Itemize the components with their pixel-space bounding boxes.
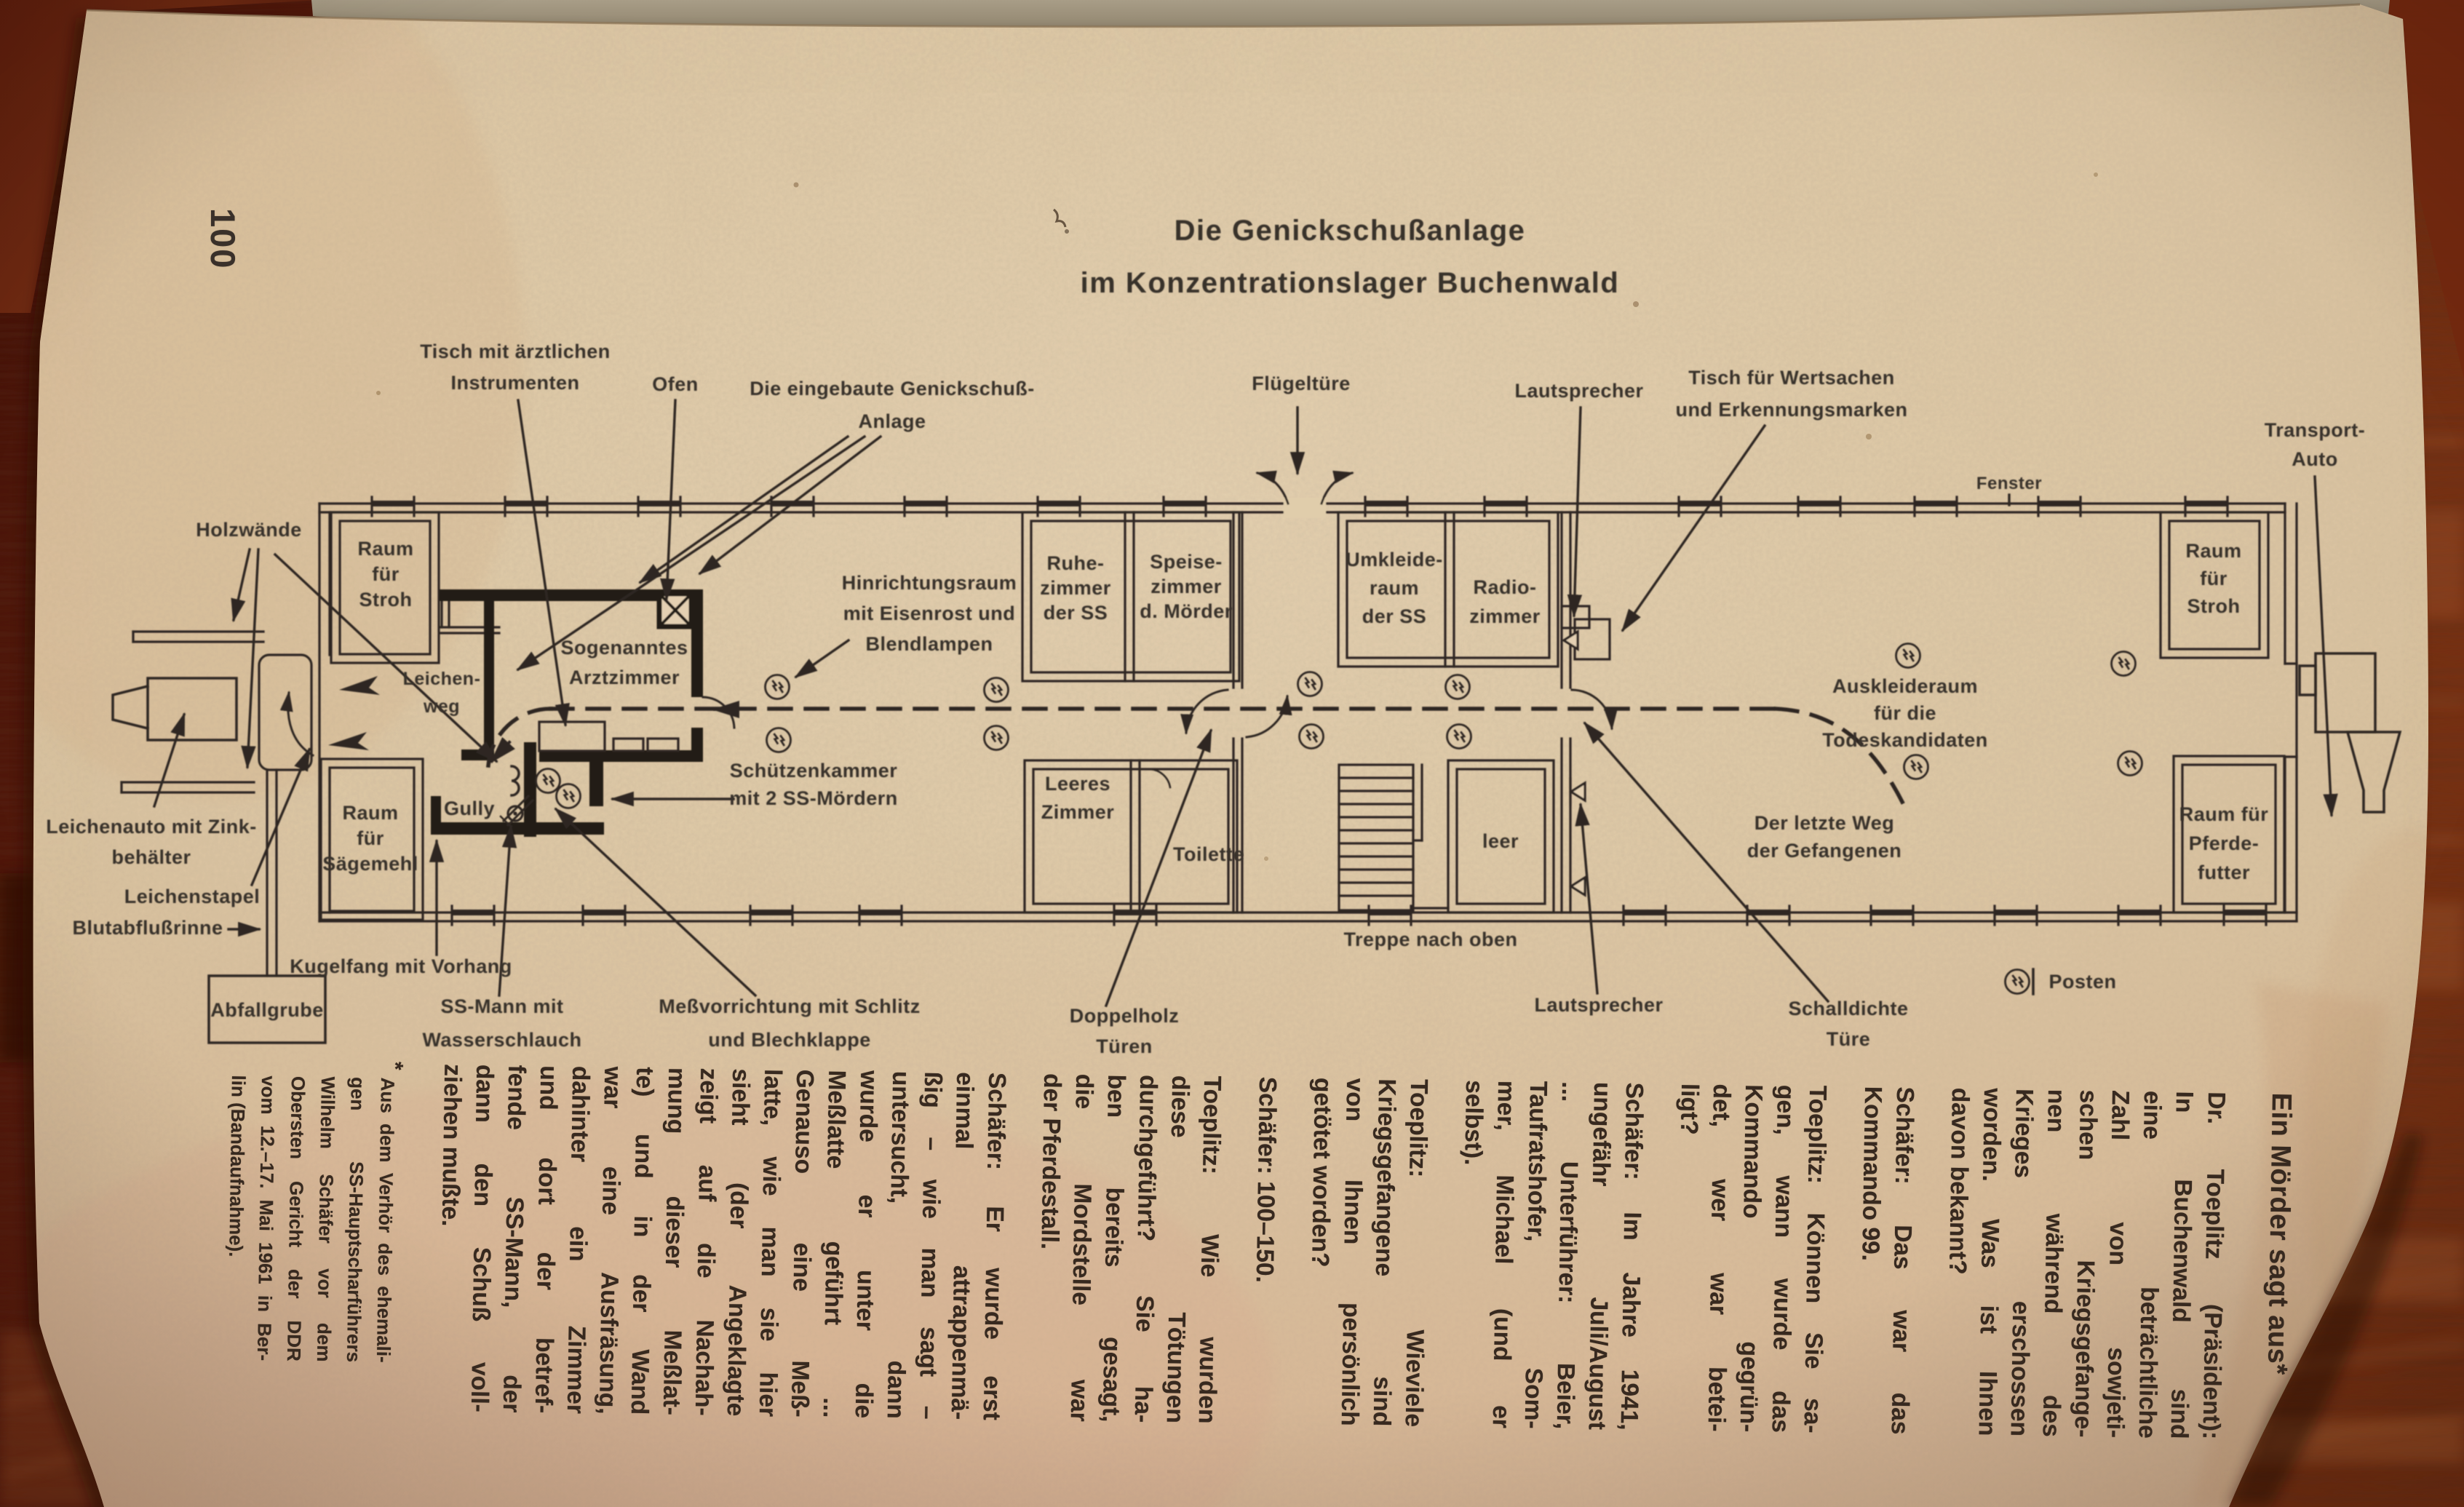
- article-line: Dr. Toeplitz (Präsident):: [2197, 1091, 2230, 1440]
- article-line: mer, Michael (und er: [1487, 1080, 1520, 1429]
- article-line: latte, wie man sie hier: [753, 1068, 787, 1417]
- article-line: Schäfer: Das war das: [1885, 1086, 1919, 1435]
- article-line: ziehen mußte.: [436, 1063, 466, 1227]
- page-number: 100: [204, 208, 242, 270]
- article-line: Zahl von sowjeti-: [2101, 1089, 2134, 1439]
- article-line: dann den Schuß voll-: [465, 1064, 498, 1413]
- footnote-line: lin (Bandaufnahme).: [225, 1075, 250, 1257]
- article-line: te) und in der Wand: [625, 1067, 659, 1415]
- footnote-line: Obersten Gericht der DDR: [282, 1075, 310, 1362]
- article-line: worden. Was ist Ihnen: [1973, 1088, 2006, 1436]
- article-line: Meßlatte geführt ...: [817, 1070, 851, 1418]
- article-line: und dort der betref-: [529, 1065, 563, 1414]
- article-line: nen während des: [2037, 1089, 2070, 1438]
- article-line: ben bereits gesagt,: [1097, 1074, 1130, 1423]
- article-paragraph-4: Schäfer: Im Jahre 1941,ungefähr Juli/Aug…: [1452, 1080, 1650, 1431]
- article-line: war eine Ausfräsung,: [593, 1066, 627, 1415]
- article-line: die Mordstelle war: [1065, 1073, 1098, 1423]
- article-line: In Buchenwald sind: [2165, 1091, 2198, 1439]
- article-line: dahinter ein Zimmer: [561, 1065, 595, 1415]
- footnote-line: Aus dem Verhör des ehemali-: [372, 1077, 400, 1363]
- article-line: davon bekannt?: [1944, 1087, 1974, 1275]
- article-line: Genauso eine Meß-: [785, 1069, 819, 1418]
- article-line: mung dieser Meßlat-: [657, 1067, 691, 1416]
- article-line: ßig – wie man sagt –: [913, 1071, 947, 1420]
- footnote-line: gen SS-Hauptscharführers: [342, 1076, 370, 1363]
- article-paragraphs: Dr. Toeplitz (Präsident):In Buchenwald s…: [431, 1064, 2232, 1440]
- article-line: sieht (der Angeklagte: [721, 1068, 755, 1417]
- article-line: getötet worden?: [1306, 1077, 1337, 1268]
- article-line: durchgeführt? Sie ha-: [1129, 1074, 1162, 1423]
- article-line: der Pferdestall.: [1036, 1073, 1066, 1250]
- article-line: Toeplitz: Wie wurden: [1193, 1075, 1226, 1424]
- article-line: eine beträchtliche: [2133, 1090, 2166, 1439]
- article-line: selbst).: [1459, 1079, 1488, 1166]
- article-paragraph-6: Schäfer: 100–150.: [1246, 1076, 1284, 1425]
- footnote-line: Wilhelm Schäfer vor dem: [312, 1076, 340, 1362]
- article-text-rotated: Ein Mörder sagt aus* Dr. Toeplitz (Präsi…: [218, 1060, 2297, 1441]
- article-line: Toeplitz: Wieviele: [1399, 1078, 1433, 1428]
- article-title: Ein Mörder sagt aus*: [2261, 1092, 2297, 1375]
- footnote-asterisk: *: [383, 1061, 408, 1070]
- article-paragraph-1: Dr. Toeplitz (Präsident):In Buchenwald s…: [1939, 1087, 2232, 1439]
- article-line: Taufratshofer, Som-: [1519, 1081, 1552, 1429]
- article-line: einmal attrappenmä-: [945, 1071, 979, 1420]
- footnote-line: vom 12.–17. Mai 1961 in Ber-: [253, 1075, 280, 1361]
- article-line: Kommando gegrün-: [1734, 1083, 1768, 1433]
- article-line: det, wer war betei-: [1702, 1083, 1736, 1432]
- article-line: Toeplitz: Können Sie sa-: [1798, 1085, 1832, 1434]
- article-line: ungefähr Juli/August: [1583, 1081, 1616, 1431]
- article-line: untersucht, dann: [881, 1070, 915, 1420]
- article-line: Schäfer: 100–150.: [1250, 1076, 1281, 1284]
- article-line: diese Tötungen: [1161, 1075, 1194, 1424]
- article-line: zeigt auf die Nachah-: [689, 1067, 723, 1416]
- article-line: Schäfer: Er wurde erst: [977, 1072, 1011, 1421]
- article-line: fende SS-Mann, der: [497, 1065, 530, 1413]
- article-line: gen, wann wurde das: [1766, 1084, 1800, 1434]
- article-line: von Ihnen persönlich: [1335, 1078, 1369, 1426]
- article-line: ... Unterführer: Beier,: [1551, 1081, 1584, 1430]
- article-footnote: * Aus dem Verhör des ehemali-gen SS-Haup…: [219, 1062, 407, 1363]
- article-line: Krieges erschossen: [2005, 1088, 2038, 1437]
- article-line: Kommando 99.: [1856, 1086, 1887, 1262]
- article-line: ligt?: [1674, 1083, 1704, 1135]
- article-line: schen Kriegsgefange-: [2069, 1089, 2102, 1438]
- article-line: wurde er unter die: [849, 1070, 883, 1419]
- article-line: Schäfer: Im Jahre 1941,: [1615, 1082, 1648, 1431]
- article-line: Kriegsgefangene sind: [1367, 1078, 1401, 1427]
- article-paragraph-3: Toeplitz: Können Sie sa-gen, wann wurde …: [1668, 1083, 1833, 1434]
